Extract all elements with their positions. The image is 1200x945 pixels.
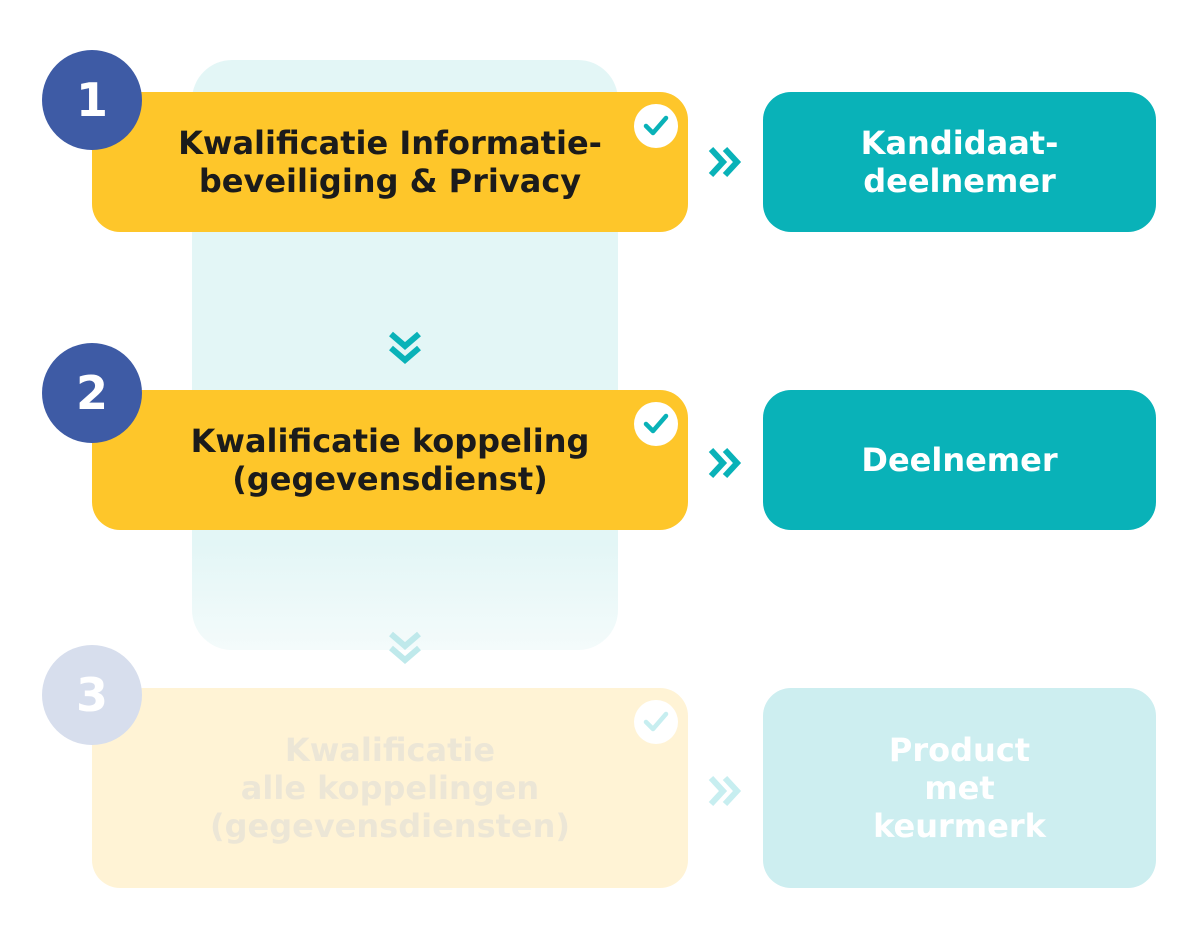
- step-3-arrow-right-icon: [708, 775, 742, 807]
- step-3-result-label: Product met keurmerk: [873, 731, 1046, 845]
- step-2-result-box: Deelnemer: [763, 390, 1156, 530]
- check-icon: [643, 711, 669, 732]
- step-1-result-label: Kandidaat- deelnemer: [860, 124, 1059, 200]
- step-3-number: 3: [75, 668, 108, 722]
- step-3-box: Kwalificatie alle koppelingen (gegevensd…: [92, 688, 688, 888]
- step-3-check-icon: [634, 700, 678, 744]
- step-1-arrow-down-icon: [389, 331, 421, 364]
- check-icon: [643, 115, 669, 136]
- step-3-result-box: Product met keurmerk: [763, 688, 1156, 888]
- step-1-result-box: Kandidaat- deelnemer: [763, 92, 1156, 232]
- step-2-arrow-down-icon: [389, 631, 421, 664]
- step-1-box: Kwalificatie Informatie- beveiliging & P…: [92, 92, 688, 232]
- step-2-label: Kwalificatie koppeling (gegevensdienst): [190, 422, 590, 498]
- step-3-number-badge: 3: [42, 645, 142, 745]
- step-2-box: Kwalificatie koppeling (gegevensdienst): [92, 390, 688, 530]
- step-2-result-label: Deelnemer: [861, 441, 1058, 479]
- step-1-arrow-right-icon: [708, 146, 742, 178]
- step-1-number-badge: 1: [42, 50, 142, 150]
- step-1-label: Kwalificatie Informatie- beveiliging & P…: [178, 124, 602, 200]
- step-1-number: 1: [75, 73, 108, 127]
- step-1-check-icon: [634, 104, 678, 148]
- step-2-number-badge: 2: [42, 343, 142, 443]
- step-2-arrow-right-icon: [708, 447, 742, 479]
- step-3-label: Kwalificatie alle koppelingen (gegevensd…: [209, 731, 571, 845]
- step-2-check-icon: [634, 402, 678, 446]
- step-2-number: 2: [75, 366, 108, 420]
- check-icon: [643, 413, 669, 434]
